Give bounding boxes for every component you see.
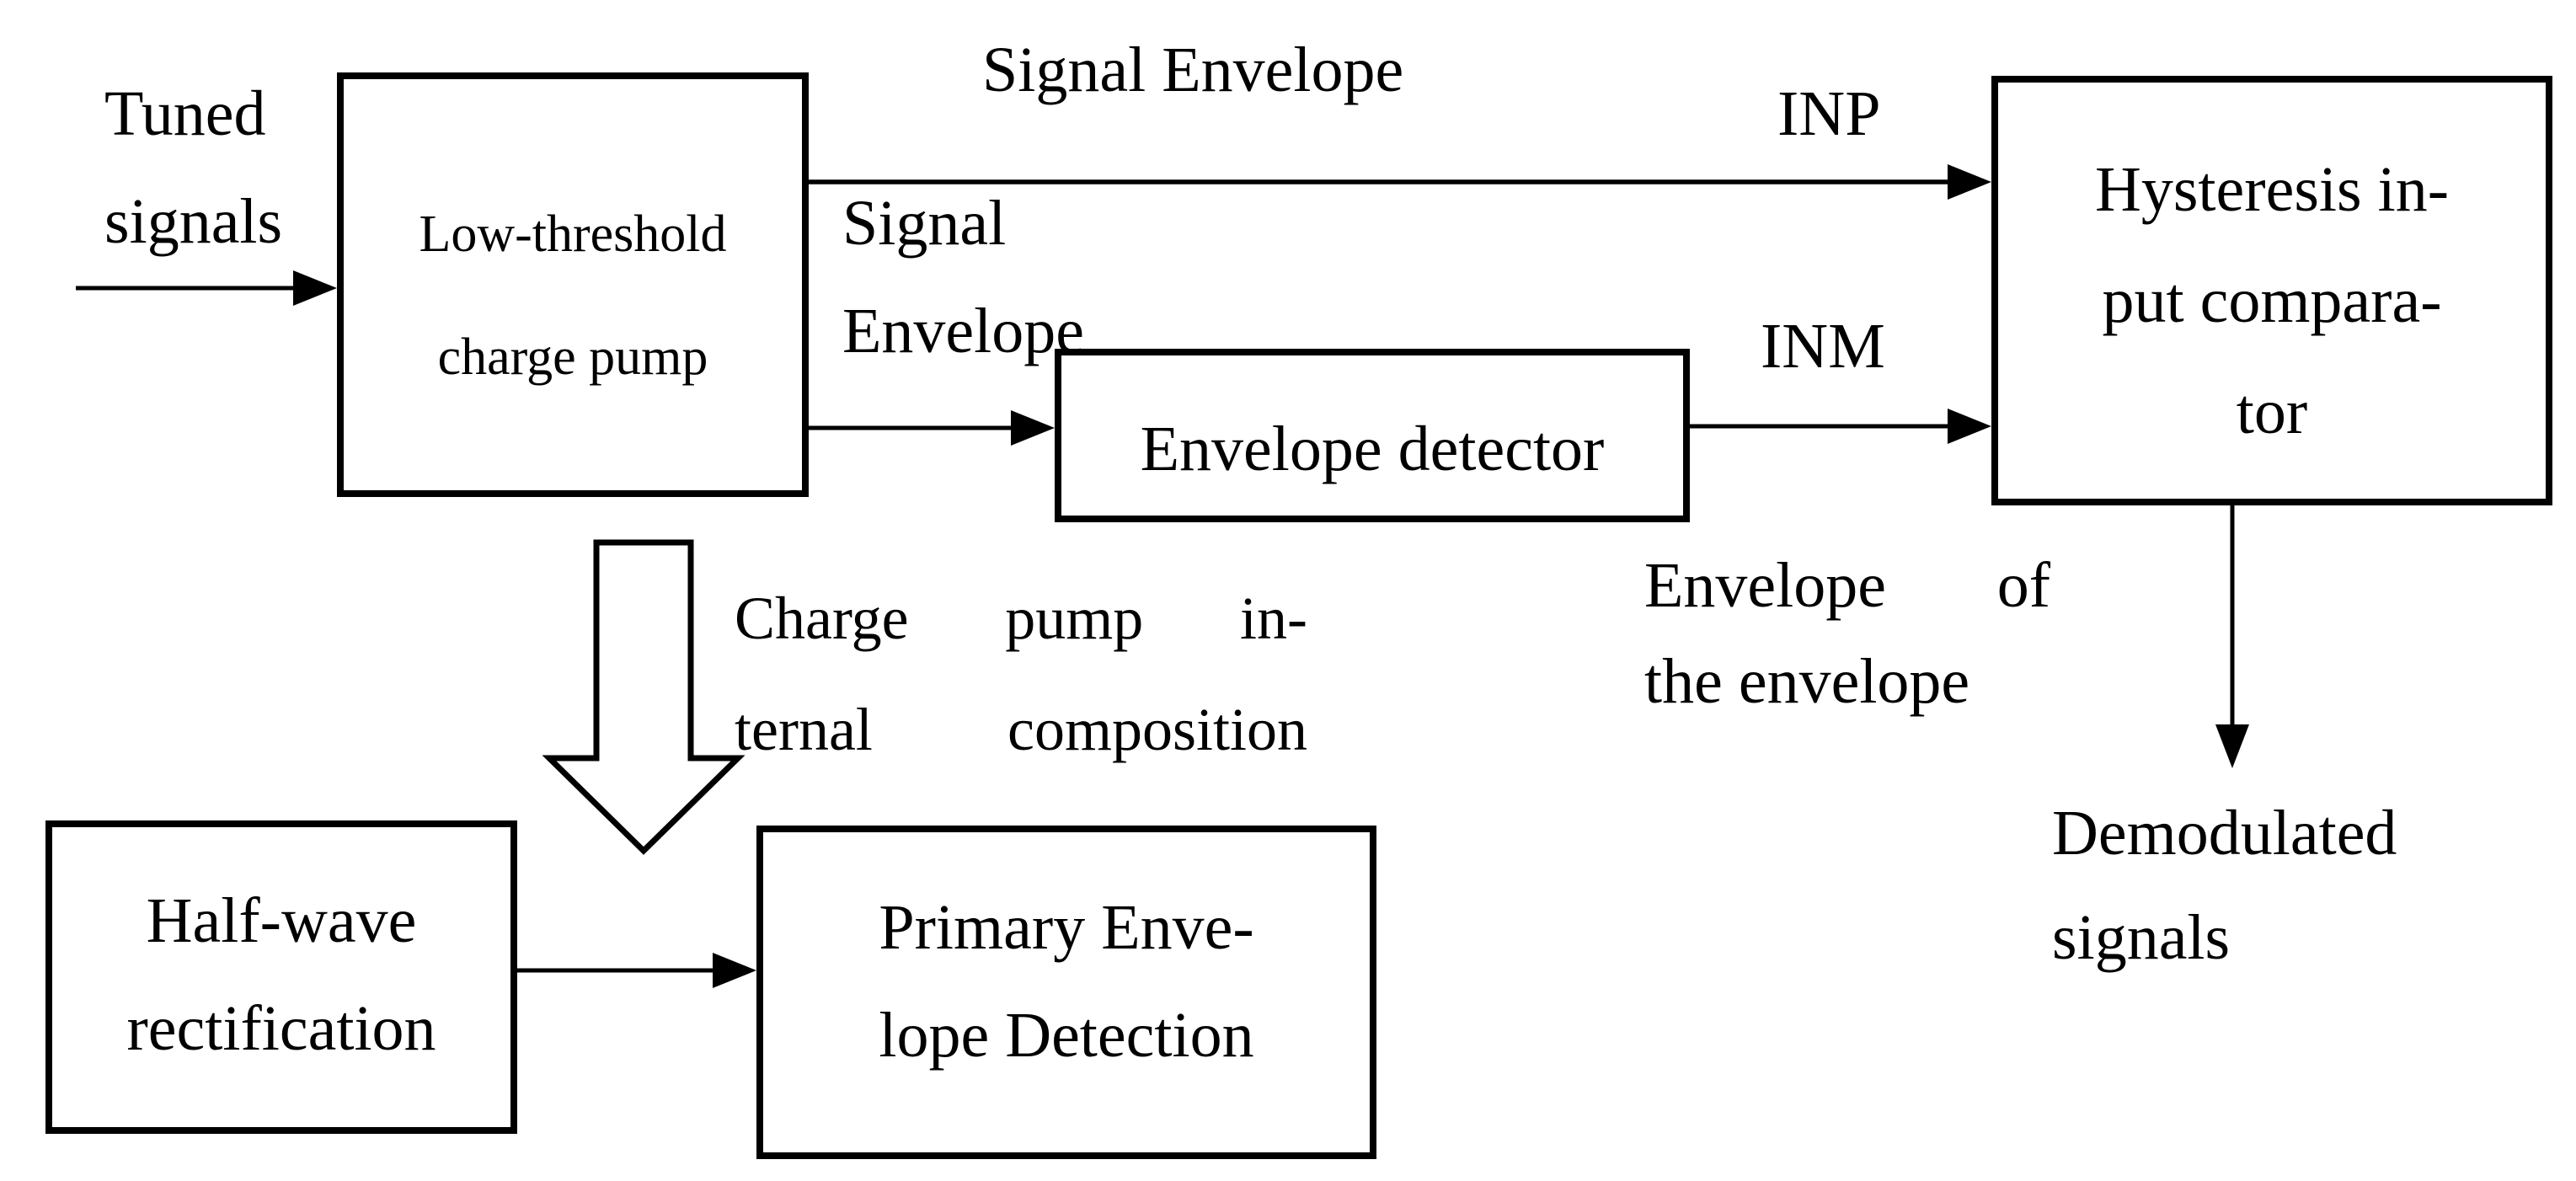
hysteresis-box-line3: tor <box>2236 377 2308 448</box>
half-wave-box-line2: rectification <box>126 994 436 1065</box>
charge-pump-internal-line2: ternal composition <box>735 696 1307 763</box>
primary-envelope-detection-box: Primary Enve- lope Detection <box>756 826 1376 1159</box>
envelope-detector-box-label: Envelope detector <box>1140 414 1605 485</box>
hysteresis-comparator-box: Hysteresis in- put compara- tor <box>1991 76 2552 505</box>
signal-envelope-side-line1: Signal <box>842 189 1007 259</box>
tuned-signals-label: Tuned signals <box>104 61 282 276</box>
inm-text: INM <box>1761 312 1885 382</box>
tuned-signals-line1: Tuned <box>104 79 266 150</box>
demodulated-arrow <box>2215 505 2249 768</box>
signal-envelope-top-text: Signal Envelope <box>982 35 1404 106</box>
primary-box-line1: Primary Enve- <box>879 893 1254 964</box>
charge-pump-box: Low-threshold charge pump <box>337 72 809 497</box>
demodulated-line2: signals <box>2052 903 2231 974</box>
hysteresis-box-line1: Hysteresis in- <box>2094 155 2450 226</box>
half-wave-box-line1: Half-wave <box>146 886 417 957</box>
inm-label: INM <box>1761 293 1885 401</box>
detector-arrow <box>809 410 1055 446</box>
inp-arrow <box>809 164 1991 200</box>
primary-box-line2: lope Detection <box>879 1001 1254 1071</box>
rectification-arrow <box>517 953 756 988</box>
signal-envelope-top-label: Signal Envelope <box>982 17 1403 125</box>
half-wave-rectification-box: Half-wave rectification <box>45 820 517 1134</box>
charge-pump-internal-label: Charge pump in- ternal composition <box>735 563 1307 785</box>
envelope-of-line1: Envelope of <box>1644 551 2050 622</box>
tuned-signals-line2: signals <box>104 187 283 258</box>
block-arrow-shape <box>542 539 746 855</box>
input-arrow <box>76 270 337 306</box>
inm-arrow <box>1690 409 1991 444</box>
hysteresis-box-line2: put compara- <box>2102 266 2442 337</box>
charge-pump-box-line2: charge pump <box>437 327 708 386</box>
charge-pump-internal-line1: Charge pump in- <box>735 585 1307 652</box>
demodulated-signals-label: Demodulated signals <box>2052 782 2397 991</box>
signal-envelope-side-line2: Envelope <box>842 297 1085 367</box>
demodulated-line1: Demodulated <box>2052 799 2397 869</box>
inp-label: INP <box>1777 61 1880 168</box>
envelope-of-line2: the envelope <box>1644 647 1970 718</box>
charge-pump-box-line1: Low-threshold <box>419 204 727 263</box>
signal-envelope-side-label: Signal Envelope <box>842 170 1084 386</box>
envelope-detector-box: Envelope detector <box>1055 349 1690 522</box>
inp-text: INP <box>1777 79 1881 150</box>
envelope-of-envelope-label: Envelope of the envelope <box>1644 539 2050 731</box>
